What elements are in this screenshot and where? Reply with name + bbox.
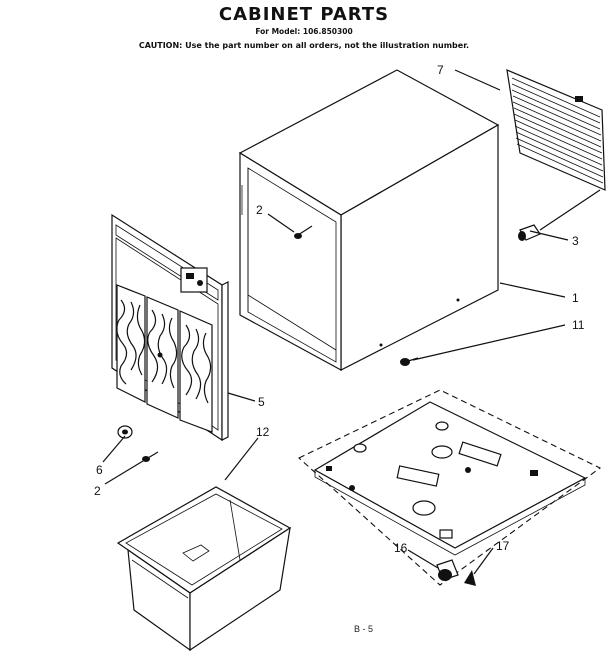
callout-2-upper: 2 <box>256 203 263 217</box>
callout-3: 3 <box>572 234 579 248</box>
callout-17: 17 <box>496 539 510 553</box>
screw-lower <box>400 357 419 366</box>
screw-lower-left <box>142 451 159 462</box>
cabinet-box <box>238 69 500 372</box>
knob-part <box>117 425 133 439</box>
callout-1: 1 <box>572 291 579 305</box>
callout-16: 16 <box>394 541 408 555</box>
callout-2-lower: 2 <box>94 484 101 498</box>
screw-upper <box>294 225 313 239</box>
base-plate-group <box>298 389 602 586</box>
front-panel <box>111 213 229 442</box>
bucket-part <box>116 486 292 652</box>
callout-11: 11 <box>572 318 585 332</box>
callout-7: 7 <box>437 63 444 77</box>
callout-12: 12 <box>256 425 270 439</box>
grommet-part <box>518 224 541 241</box>
callout-6: 6 <box>96 463 103 477</box>
caution-note: CAUTION: Use the part number on all orde… <box>138 41 470 50</box>
rear-grille <box>506 69 606 191</box>
page-title: CABINET PARTS <box>218 4 390 25</box>
page-reference: B - 5 <box>354 624 373 634</box>
clip-part <box>464 570 476 586</box>
callout-5: 5 <box>258 395 265 409</box>
caster-part <box>436 559 459 581</box>
leader-lines <box>102 69 601 575</box>
model-number: For Model: 106.850300 <box>255 27 353 36</box>
